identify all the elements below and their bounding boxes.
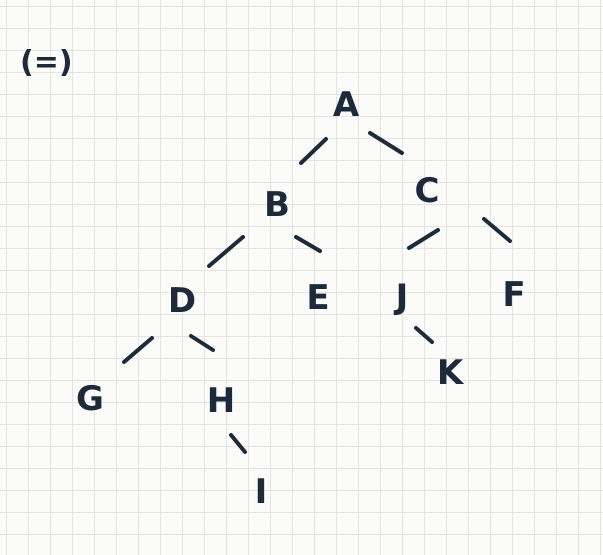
node-c: C [415,171,440,211]
edge-j-k [414,326,434,344]
node-e: E [306,278,329,318]
node-i: I [255,472,268,512]
edge-c-f [482,217,512,243]
edge-b-d [207,235,245,268]
node-h: H [207,381,235,421]
node-a: A [333,85,360,125]
edge-h-i [229,433,247,454]
node-b: B [264,185,290,225]
node-d: D [168,281,196,321]
edge-c-j [407,228,440,250]
tree-nodes: A B C D E J F G H K I [76,85,526,512]
edge-a-c [368,131,404,155]
edge-a-b [299,137,328,165]
node-k: K [437,353,465,393]
node-f: F [502,275,525,315]
edge-d-h [189,334,215,352]
tree-edges [122,131,512,454]
edge-d-g [122,336,154,364]
edge-b-e [294,235,322,253]
heading-label: (=) [20,45,73,80]
node-j: J [394,277,409,317]
node-g: G [76,379,104,419]
